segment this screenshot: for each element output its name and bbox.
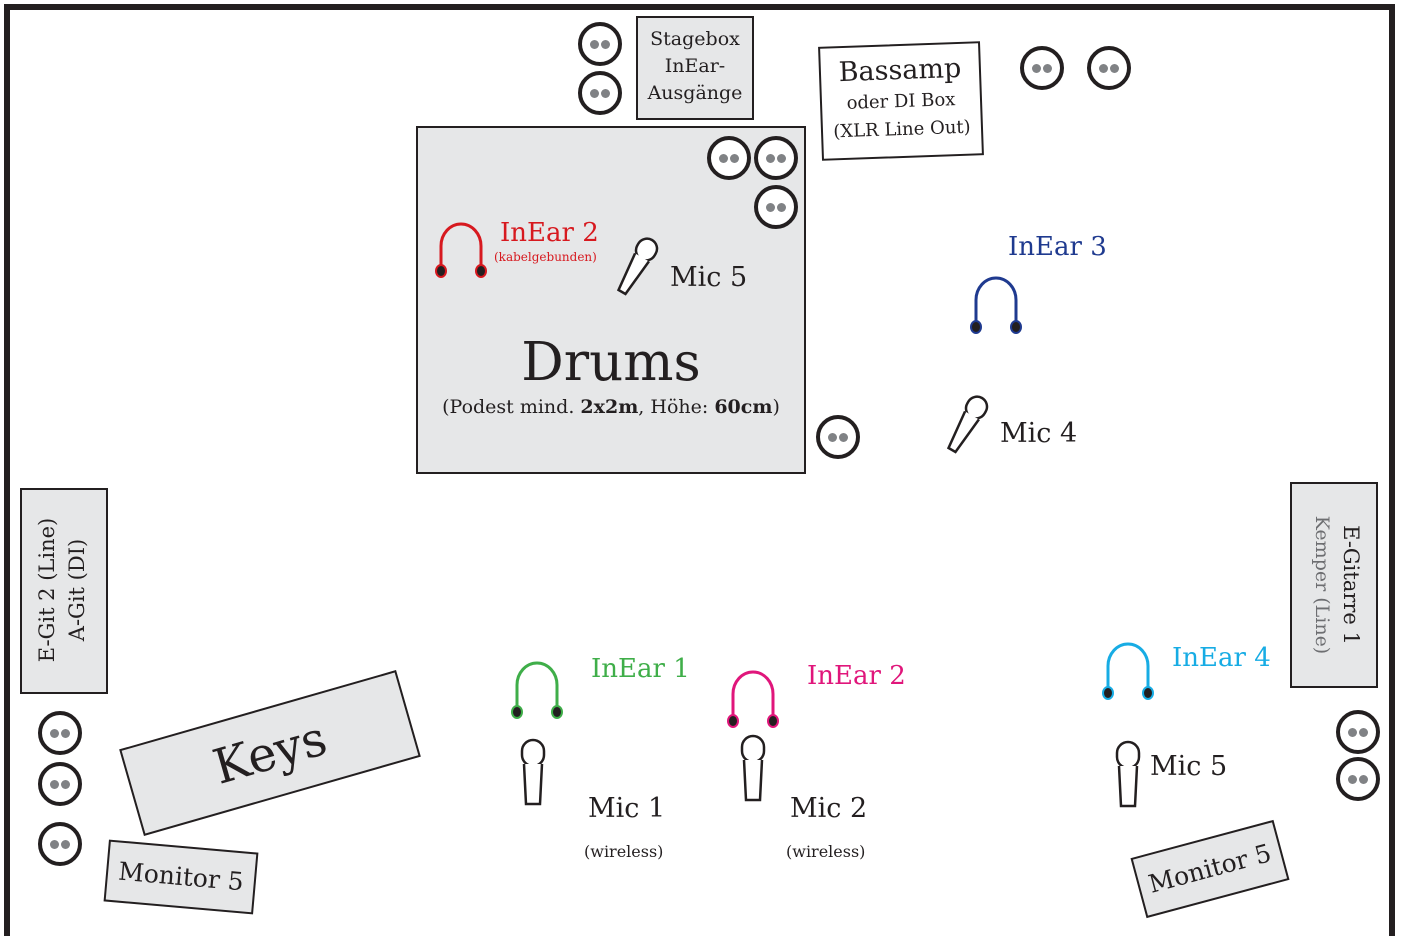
stagebox: Stagebox InEar- Ausgänge xyxy=(636,16,754,120)
drums-note-height: 60cm xyxy=(714,396,773,418)
bassamp-box: Bassamp oder DI Box (XLR Line Out) xyxy=(818,41,984,161)
inear3-label: InEar 3 xyxy=(1008,232,1107,262)
jack-bass-2 xyxy=(1087,46,1131,90)
inear2-label: InEar 2 xyxy=(807,661,906,691)
jack-left-1 xyxy=(38,711,82,755)
mic1-label: Mic 1 xyxy=(588,793,666,824)
right-amp-line2: Kemper (Line) xyxy=(1311,515,1333,655)
microphone-icon-4 xyxy=(946,395,989,454)
jack-left-3 xyxy=(38,822,82,866)
drum-mic-label: Mic 5 xyxy=(670,262,748,293)
stagebox-line2: InEar- xyxy=(664,55,726,77)
jack-drums-3 xyxy=(754,185,798,229)
jack-stagebox-1 xyxy=(578,22,622,66)
right-amp-label: E-Gitarre 1 Kemper (Line) xyxy=(1290,482,1378,688)
jack-right-2 xyxy=(1336,757,1380,801)
drums-note-prefix: (Podest mind. xyxy=(442,396,581,418)
right-amp-line1: E-Gitarre 1 xyxy=(1339,525,1363,645)
microphone-icon-2 xyxy=(740,734,766,802)
headphones-icon-drums xyxy=(435,222,487,278)
left-amp-label: E-Git 2 (Line) A-Git (DI) xyxy=(20,487,108,693)
headphones-icon-4 xyxy=(1102,642,1154,700)
headphones-icon-3 xyxy=(970,276,1022,334)
stagebox-line3: Ausgänge xyxy=(647,82,743,104)
drums-note-mid: , Höhe: xyxy=(638,396,715,418)
inear1-label: InEar 1 xyxy=(591,654,690,684)
jack-bass-1 xyxy=(1020,46,1064,90)
drums-note: (Podest mind. 2x2m, Höhe: 60cm) xyxy=(416,394,806,420)
jack-left-2 xyxy=(38,762,82,806)
mic2-sub: (wireless) xyxy=(786,842,866,861)
monitor-left-label: Monitor 5 xyxy=(117,856,245,897)
jack-drums-4 xyxy=(816,415,860,459)
microphone-icon-right xyxy=(1115,740,1141,808)
jack-drums-2 xyxy=(754,136,798,180)
monitor-left-box: Monitor 5 xyxy=(103,839,259,915)
drum-inear-label: InEar 2 xyxy=(500,218,599,248)
drums-title: Drums xyxy=(521,332,701,393)
inear4-label: InEar 4 xyxy=(1172,643,1271,673)
bassamp-line3: (XLR Line Out) xyxy=(832,116,971,143)
bassamp-line1: Bassamp xyxy=(838,52,962,89)
jack-right-1 xyxy=(1336,710,1380,754)
left-amp-line2: A-Git (DI) xyxy=(65,538,89,642)
mic1-sub: (wireless) xyxy=(584,842,664,861)
drums-note-suffix: ) xyxy=(772,396,780,418)
stagebox-line1: Stagebox xyxy=(650,28,740,50)
microphone-icon-drums xyxy=(616,237,659,296)
drums-riser xyxy=(416,126,806,474)
microphone-icon-1 xyxy=(520,738,546,806)
jack-stagebox-2 xyxy=(578,71,622,115)
left-amp-box xyxy=(20,488,108,694)
left-amp-line1: E-Git 2 (Line) xyxy=(35,517,59,663)
stage-outline xyxy=(4,4,1395,936)
headphones-icon-1 xyxy=(511,661,563,719)
drums-note-size: 2x2m xyxy=(580,396,639,418)
drum-inear-sub: (kabelgebunden) xyxy=(494,250,597,264)
mic2-label: Mic 2 xyxy=(790,793,868,824)
right-amp-box xyxy=(1290,482,1378,688)
mic-right-label: Mic 5 xyxy=(1150,751,1228,782)
mic4-label: Mic 4 xyxy=(1000,418,1078,449)
jack-drums-1 xyxy=(707,136,751,180)
headphones-icon-2 xyxy=(727,670,779,728)
